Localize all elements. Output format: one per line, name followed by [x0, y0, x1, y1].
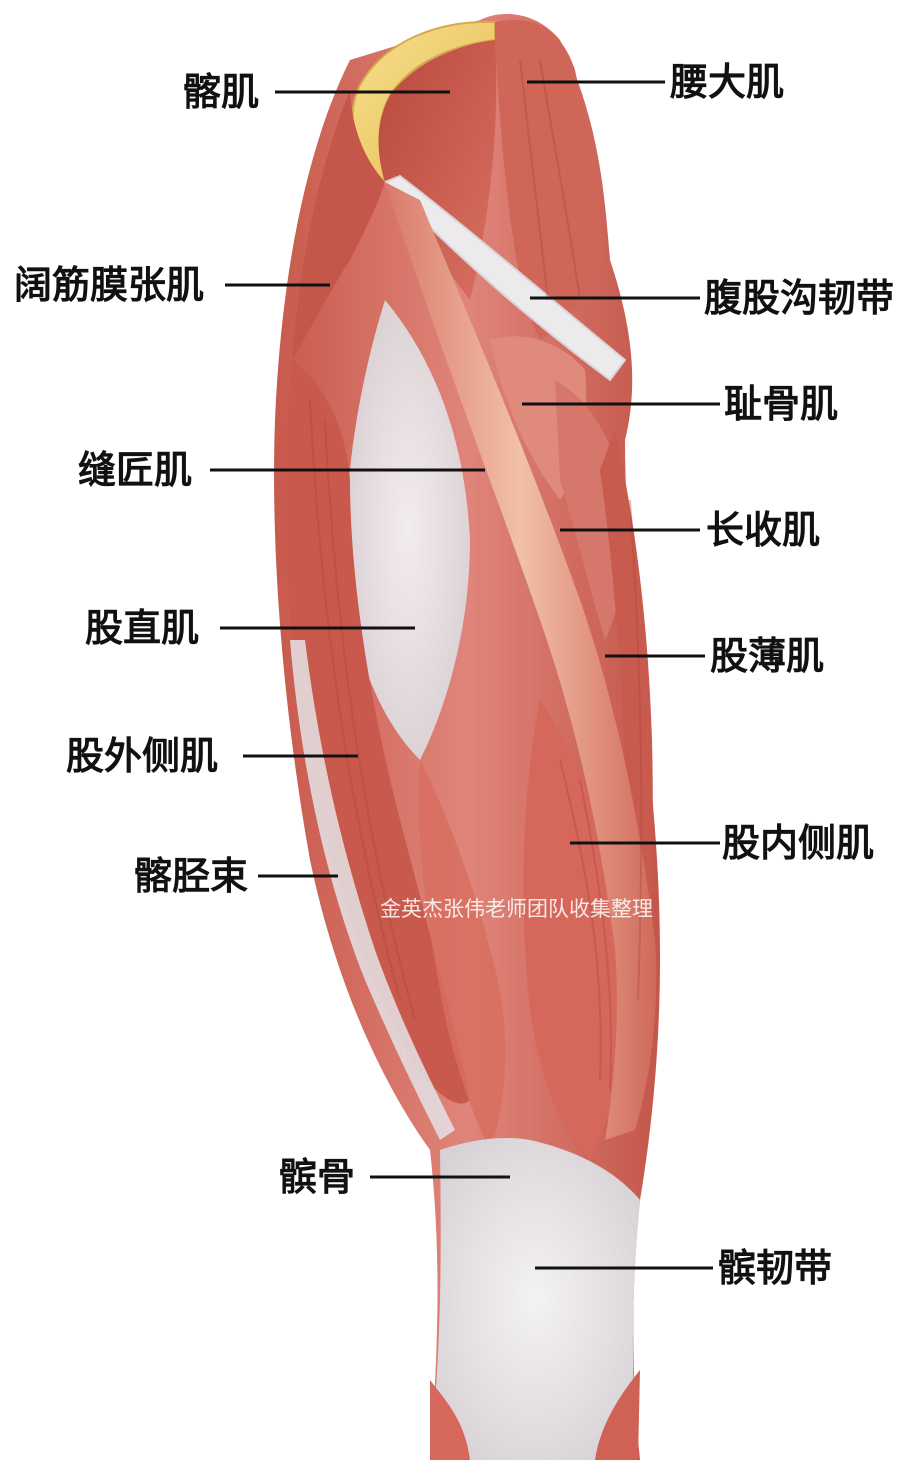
label-patella: 髌骨: [279, 1155, 355, 1199]
label-vastus-lateralis: 股外侧肌: [66, 734, 218, 778]
label-rectus-femoris: 股直肌: [85, 606, 199, 650]
patellar-ligament-shape: [430, 1138, 640, 1460]
label-ilium-muscle: 髂肌: [183, 70, 259, 114]
label-pectineus: 耻骨肌: [724, 382, 838, 426]
label-tensor-fasciae-latae: 阔筋膜张肌: [14, 263, 204, 307]
label-sartorius: 缝匠肌: [78, 448, 192, 492]
label-iliotibial-band: 髂胫束: [134, 854, 248, 898]
label-inguinal-ligament: 腹股沟韧带: [704, 276, 894, 320]
label-vastus-medialis: 股内侧肌: [722, 821, 874, 865]
label-gracilis: 股薄肌: [710, 634, 824, 678]
watermark-text: 金英杰张伟老师团队收集整理: [380, 896, 653, 922]
label-patellar-ligament: 髌韧带: [718, 1246, 832, 1290]
label-psoas-major: 腰大肌: [670, 60, 784, 104]
label-adductor-longus: 长收肌: [706, 508, 820, 552]
